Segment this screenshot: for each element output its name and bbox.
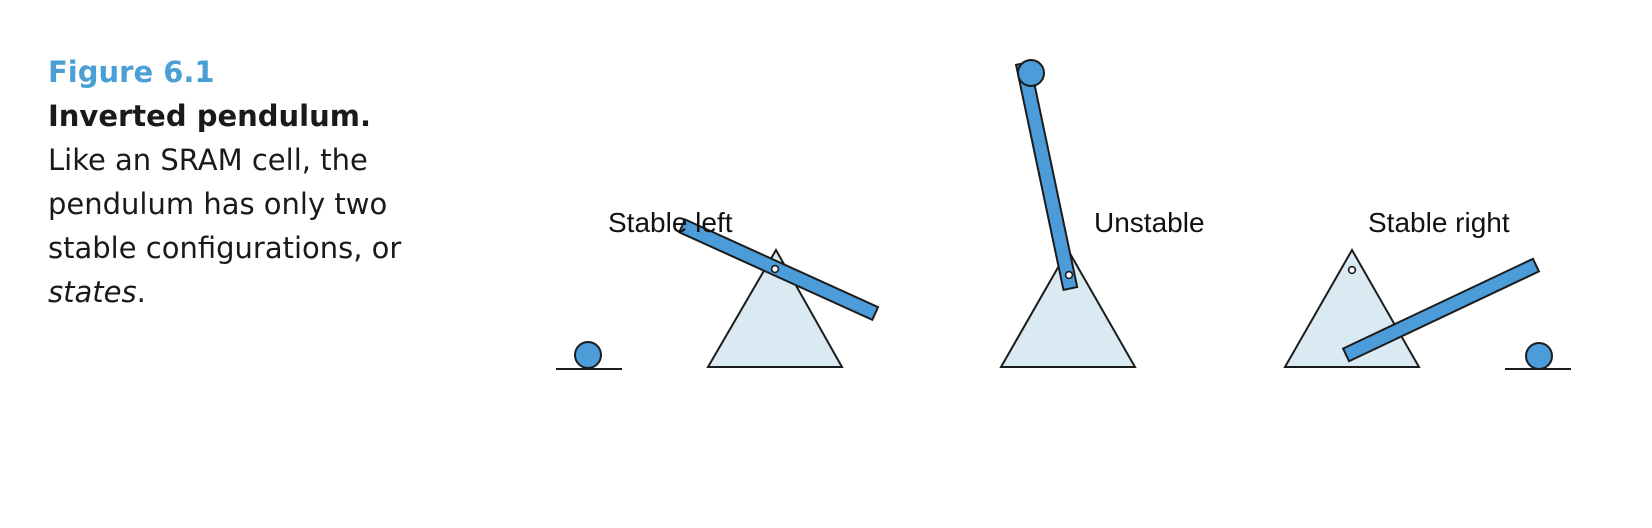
unstable-pendulum: Unstable [999, 59, 1205, 368]
stable-left-base [706, 247, 844, 368]
stable-right-rod [1341, 257, 1541, 363]
caption-italic-word: states [48, 275, 137, 309]
unstable-rod [1014, 60, 1079, 292]
stable-left-pivot [770, 264, 780, 274]
figure-number: Figure 6.1 [48, 55, 215, 89]
caption-end-punct: . [136, 275, 146, 309]
stable-right-pendulum: Stable right [1283, 207, 1571, 370]
stable-left-pendulum: Stable left [556, 207, 880, 370]
unstable-bob [1017, 59, 1045, 87]
stable-left-bob [574, 341, 602, 369]
figure-caption: Figure 6.1 Inverted pendulum. Like an SR… [48, 50, 438, 314]
stable-left-label: Stable left [608, 207, 733, 238]
figure-title: Inverted pendulum. [48, 99, 371, 133]
stable-right-label: Stable right [1368, 207, 1510, 238]
stable-right-bob [1525, 342, 1553, 370]
stable-right-pivot [1347, 265, 1357, 275]
caption-body: Like an SRAM cell, the pendulum has only… [48, 143, 402, 265]
unstable-label: Unstable [1094, 207, 1205, 238]
unstable-base [999, 247, 1137, 368]
unstable-pivot [1064, 270, 1074, 280]
